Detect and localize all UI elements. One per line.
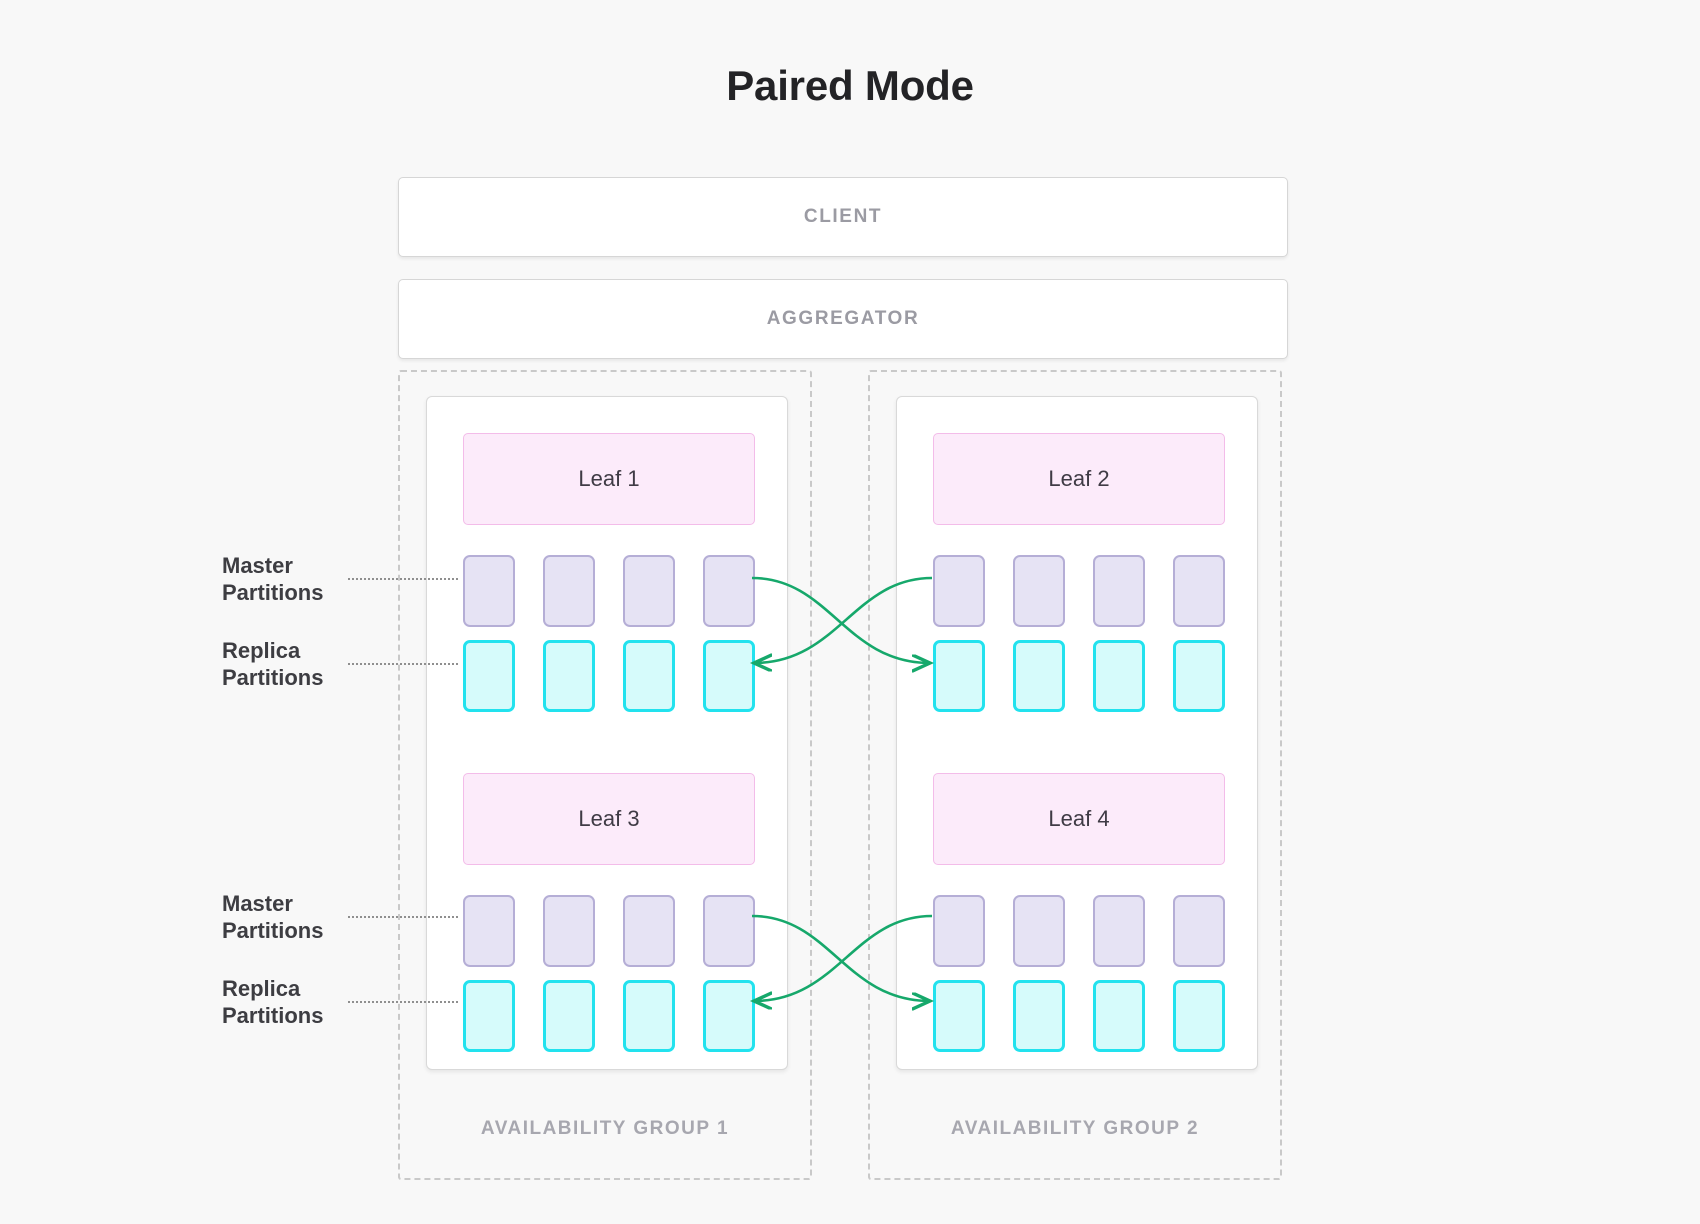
replica-partition[interactable] [1173, 980, 1225, 1052]
master-partition[interactable] [933, 895, 985, 967]
annotation-replica-partitions-top: Replica Partitions [222, 637, 323, 691]
master-partition[interactable] [463, 895, 515, 967]
replica-partition-row-leaf-4 [933, 980, 1225, 1052]
master-partition[interactable] [933, 555, 985, 627]
master-partition-row-leaf-4 [933, 895, 1225, 967]
leader-line-replica-bottom [348, 1001, 458, 1003]
annotation-line-1: Replica [222, 976, 301, 1001]
replica-partition[interactable] [1013, 980, 1065, 1052]
replica-partition[interactable] [1013, 640, 1065, 712]
annotation-line-2: Partitions [222, 665, 324, 690]
master-partition[interactable] [543, 895, 595, 967]
page-title: Paired Mode [726, 62, 974, 109]
availability-group-1-label: AVAILABILITY GROUP 1 [480, 1118, 730, 1139]
master-partition[interactable] [1013, 895, 1065, 967]
master-partition[interactable] [463, 555, 515, 627]
replica-partition[interactable] [703, 980, 755, 1052]
replica-partition[interactable] [623, 980, 675, 1052]
replica-partition[interactable] [1093, 980, 1145, 1052]
leaf-box-leaf-1[interactable]: Leaf 1 [463, 433, 755, 525]
leaf-node-card-group1: Leaf 1 Leaf 3 [426, 396, 788, 1070]
replica-partition-row-leaf-1 [463, 640, 755, 712]
master-partition[interactable] [1013, 555, 1065, 627]
leader-line-master-bottom [348, 916, 458, 918]
master-partition[interactable] [1173, 895, 1225, 967]
leaf-box-leaf-3[interactable]: Leaf 3 [463, 773, 755, 865]
annotation-line-1: Master [222, 553, 293, 578]
client-bar[interactable]: CLIENT [398, 177, 1288, 257]
master-partition-row-leaf-2 [933, 555, 1225, 627]
replica-partition[interactable] [623, 640, 675, 712]
replica-partition[interactable] [1093, 640, 1145, 712]
replica-partition[interactable] [543, 640, 595, 712]
aggregator-bar[interactable]: AGGREGATOR [398, 279, 1288, 359]
availability-group-1: Leaf 1 Leaf 3 AVAILABILITY GROUP [398, 370, 812, 1180]
availability-group-2: Leaf 2 Leaf 4 AVAILABILITY GROUP [868, 370, 1282, 1180]
annotation-line-2: Partitions [222, 918, 324, 943]
annotation-line-2: Partitions [222, 580, 324, 605]
annotation-master-partitions-top: Master Partitions [222, 552, 323, 606]
master-partition[interactable] [623, 555, 675, 627]
master-partition-row-leaf-1 [463, 555, 755, 627]
master-partition-row-leaf-3 [463, 895, 755, 967]
master-partition[interactable] [703, 555, 755, 627]
annotation-replica-partitions-bottom: Replica Partitions [222, 975, 323, 1029]
master-partition[interactable] [1173, 555, 1225, 627]
replica-partition[interactable] [543, 980, 595, 1052]
master-partition[interactable] [623, 895, 675, 967]
replica-partition[interactable] [933, 640, 985, 712]
annotation-line-1: Replica [222, 638, 301, 663]
replica-partition-row-leaf-2 [933, 640, 1225, 712]
replica-partition[interactable] [1173, 640, 1225, 712]
replica-partition[interactable] [933, 980, 985, 1052]
annotation-line-2: Partitions [222, 1003, 324, 1028]
replica-partition[interactable] [463, 640, 515, 712]
annotation-master-partitions-bottom: Master Partitions [222, 890, 323, 944]
leaf-node-card-group2: Leaf 2 Leaf 4 [896, 396, 1258, 1070]
replica-partition[interactable] [463, 980, 515, 1052]
master-partition[interactable] [1093, 895, 1145, 967]
leader-line-replica-top [348, 663, 458, 665]
master-partition[interactable] [543, 555, 595, 627]
leaf-box-leaf-4[interactable]: Leaf 4 [933, 773, 1225, 865]
replica-partition-row-leaf-3 [463, 980, 755, 1052]
leaf-box-leaf-2[interactable]: Leaf 2 [933, 433, 1225, 525]
annotation-line-1: Master [222, 891, 293, 916]
replica-partition[interactable] [703, 640, 755, 712]
leader-line-master-top [348, 578, 458, 580]
availability-group-2-label: AVAILABILITY GROUP 2 [950, 1118, 1200, 1139]
master-partition[interactable] [703, 895, 755, 967]
master-partition[interactable] [1093, 555, 1145, 627]
